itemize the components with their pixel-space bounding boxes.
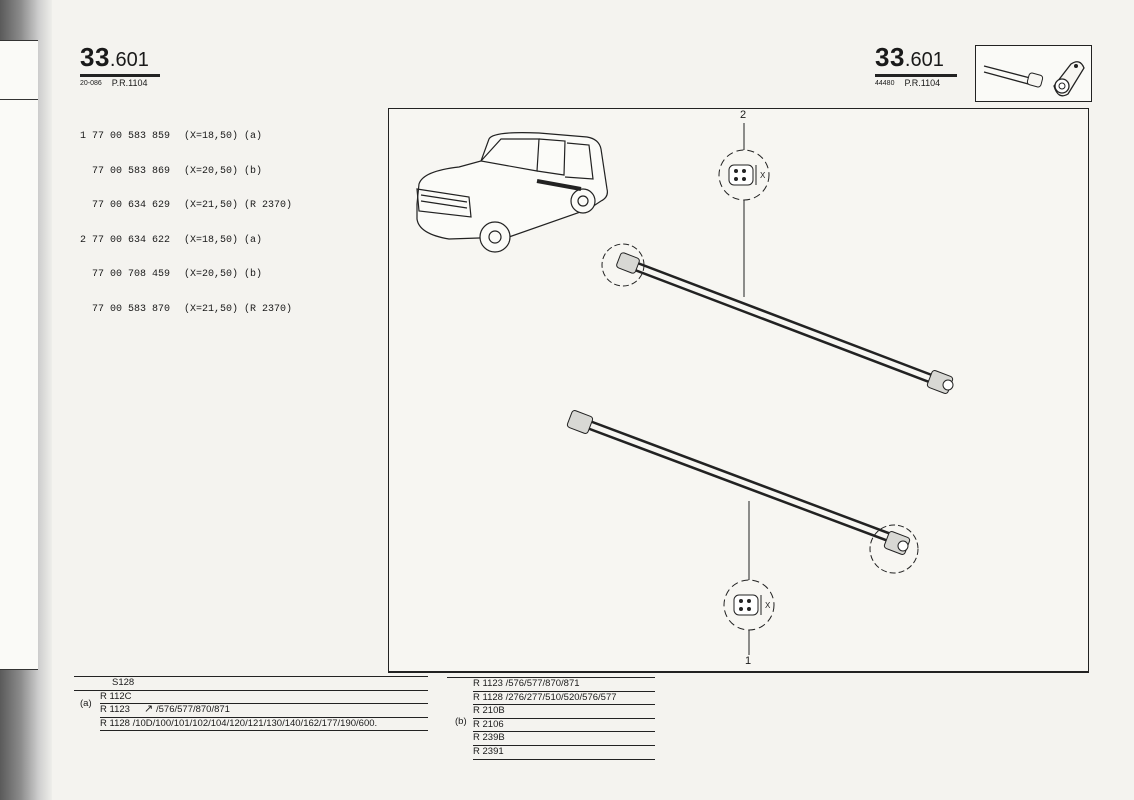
table-row: R 1123 /576/577/870/871 bbox=[473, 678, 655, 692]
left-code-major: 33 bbox=[80, 42, 110, 72]
previous-page-edge bbox=[0, 40, 38, 670]
thumbnail-torsion-bar-icon bbox=[975, 45, 1092, 102]
table-row: R 2106 bbox=[473, 719, 655, 733]
dim-x-bottom: X bbox=[765, 601, 771, 610]
application-table-right: R 1123 /576/577/870/871 R 1128 /276/277/… bbox=[473, 678, 655, 760]
right-code-major: 33 bbox=[875, 42, 905, 72]
application-table-left: S128 R 112C R 1123 ↗ /576/577/870/871 R … bbox=[74, 676, 428, 732]
table-row: R 1128 /276/277/510/520/576/577 bbox=[473, 692, 655, 706]
right-code-minor: .601 bbox=[904, 49, 944, 71]
group-label-b: (b) bbox=[455, 716, 467, 727]
right-sub-b: P.R.1104 bbox=[904, 78, 941, 88]
callout-2: 2 bbox=[740, 109, 747, 121]
torsion-bar-2 bbox=[601, 243, 954, 394]
table-row: R 112C bbox=[100, 691, 428, 705]
spline-detail-bottom-icon bbox=[723, 579, 775, 631]
car-icon bbox=[416, 132, 608, 253]
callout-1: 1 bbox=[745, 655, 752, 667]
torsion-bar-1 bbox=[566, 410, 919, 574]
right-sub-a: 44480 bbox=[875, 80, 895, 87]
left-code-minor: .601 bbox=[109, 49, 149, 71]
group-label-a: (a) bbox=[80, 698, 92, 709]
table-row: R 2391 bbox=[473, 746, 655, 760]
part-row: 77 00 583 869(X=20,50) (b) bbox=[92, 165, 263, 177]
part-row: 77 00 708 459(X=20,50) (b) bbox=[92, 269, 263, 280]
part-row: 77 00 634 629(X=21,50) (R 2370) bbox=[92, 200, 293, 211]
exploded-diagram: 2 1 X X bbox=[388, 108, 1089, 673]
left-header: 33.601 20-086 P.R.1104 bbox=[80, 42, 160, 88]
right-header: 33.601 44480 P.R.1104 bbox=[875, 42, 957, 88]
part-row: 77 00 583 870(X=21,50) (R 2370) bbox=[92, 303, 293, 315]
table-row: R 1123 ↗ /576/577/870/871 bbox=[100, 703, 428, 718]
divider bbox=[447, 677, 655, 678]
dim-x-top: X bbox=[760, 171, 766, 180]
table-row: S128 bbox=[74, 677, 428, 691]
arrow-icon: ↗ bbox=[144, 703, 154, 716]
left-sub-a: 20-086 bbox=[80, 80, 102, 87]
table-row: R 210B bbox=[473, 705, 655, 719]
left-sub-b: P.R.1104 bbox=[111, 78, 148, 88]
table-row: R 1128 /10D/100/101/102/104/120/121/130/… bbox=[100, 718, 428, 732]
table-row: R 239B bbox=[473, 732, 655, 746]
spline-detail-top-icon bbox=[718, 149, 770, 201]
